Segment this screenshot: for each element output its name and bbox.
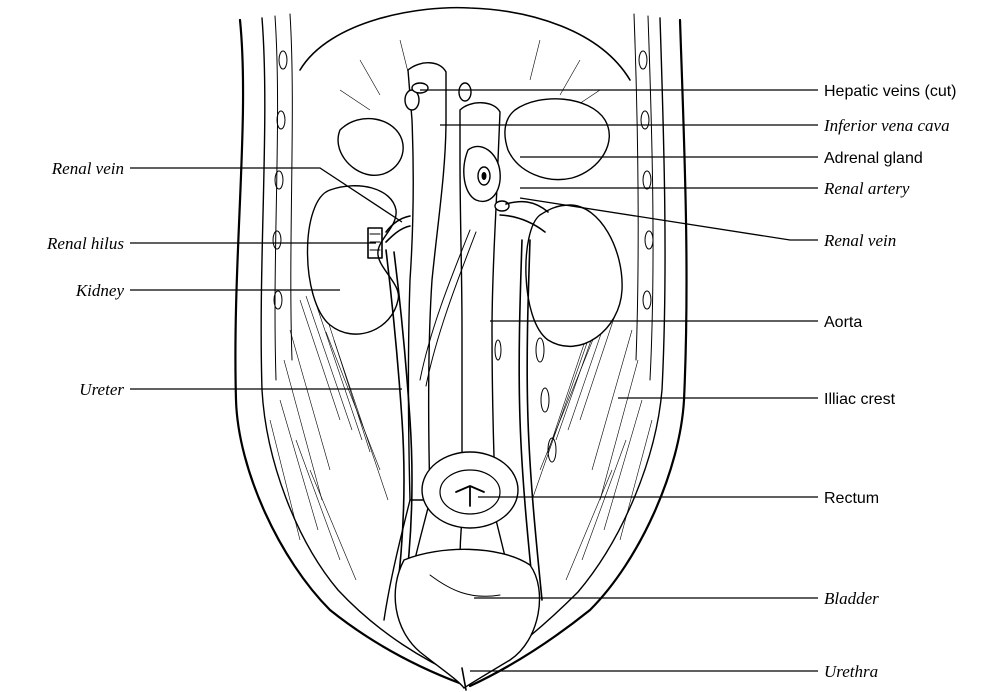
label-renal-vein-right: Renal vein bbox=[823, 231, 896, 250]
label-ureter: Ureter bbox=[79, 380, 124, 399]
rectum-drawing bbox=[422, 452, 518, 528]
label-aorta: Aorta bbox=[824, 314, 862, 331]
kidney-right-drawing bbox=[505, 99, 622, 347]
label-inferior-vena-cava: Inferior vena cava bbox=[823, 116, 950, 135]
label-adrenal-gland: Adrenal gland bbox=[824, 150, 923, 167]
kidney-left-drawing bbox=[308, 119, 404, 335]
label-urethra: Urethra bbox=[824, 662, 878, 681]
label-renal-artery: Renal artery bbox=[823, 179, 910, 198]
label-renal-hilus: Renal hilus bbox=[46, 234, 124, 253]
labels-right: Hepatic veins (cut) Inferior vena cava A… bbox=[823, 83, 957, 681]
label-bladder: Bladder bbox=[824, 589, 879, 608]
labels-left: Renal vein Renal hilus Kidney Ureter bbox=[46, 159, 124, 399]
label-illiac-crest: Illiac crest bbox=[824, 391, 896, 408]
label-renal-vein-left: Renal vein bbox=[51, 159, 124, 178]
label-kidney: Kidney bbox=[75, 281, 125, 300]
label-rectum: Rectum bbox=[824, 490, 879, 507]
label-hepatic-veins: Hepatic veins (cut) bbox=[824, 83, 957, 100]
bladder-drawing bbox=[395, 549, 539, 690]
